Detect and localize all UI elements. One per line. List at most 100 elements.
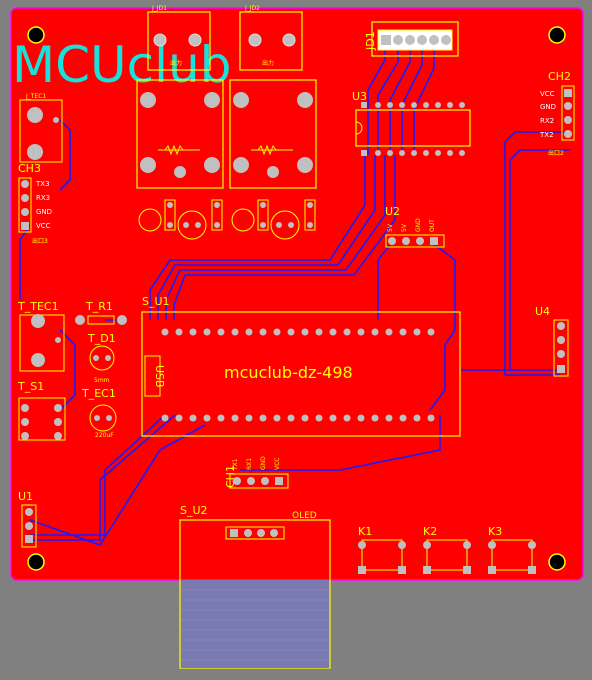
key-k2[interactable]: K2 — [423, 525, 471, 574]
mcu-pin — [203, 414, 211, 422]
mcu-s-u1[interactable]: S_U1 USB mcuclub-dz-498 — [141, 295, 461, 437]
mcu-pin — [343, 414, 351, 422]
mcu-pin — [189, 328, 197, 336]
oled-label: OLED — [292, 511, 317, 521]
u2-pin-1: 5V — [387, 223, 394, 232]
u2-label: U2 — [385, 205, 400, 218]
module-u1[interactable]: U1 — [18, 490, 37, 548]
mcu-pin — [385, 414, 393, 422]
j-jd2-out: 出力 — [262, 59, 274, 67]
mcu-pin — [175, 414, 183, 422]
traces — [19, 42, 570, 546]
key-k3[interactable]: K3 — [488, 525, 536, 574]
t-s1-label: T_S1 — [17, 380, 44, 393]
connector-jd1[interactable]: JD1 — [364, 21, 459, 57]
relay-2[interactable] — [229, 79, 317, 189]
mcu-pin — [245, 328, 253, 336]
oled-s-u2[interactable]: S_U2 OLED — [180, 504, 317, 540]
resistor-t-r1[interactable]: T_R1 — [75, 300, 127, 325]
mcu-pin — [259, 328, 267, 336]
u4-label: U4 — [535, 305, 550, 318]
relay-drivers — [138, 199, 316, 240]
mcu-pin — [259, 414, 267, 422]
connector-j-jd2[interactable]: J_JD2 出力 — [239, 5, 303, 71]
ch2-pin-2: GND — [540, 103, 556, 111]
k2-label: K2 — [423, 525, 437, 538]
ch3-pin-2: RX3 — [36, 194, 50, 202]
mcu-pin — [399, 328, 407, 336]
ic-u3[interactable]: U3 — [352, 90, 471, 156]
mcu-pin — [385, 328, 393, 336]
capacitor-t-ec1[interactable]: T_EC1 220uF — [81, 387, 117, 439]
module-u4[interactable]: U4 — [535, 305, 569, 377]
ch3-pin-1: TX3 — [35, 180, 50, 188]
t-r1-label: T_R1 — [85, 300, 113, 313]
ch1-pin-4: VCC — [274, 458, 281, 470]
connector-ch1[interactable]: CH1 TX1 RX1 GND VCC — [224, 456, 289, 489]
mcu-pin — [273, 414, 281, 422]
s-u2-label: S_U2 — [180, 504, 208, 517]
mcu-pin — [161, 328, 169, 336]
mcu-pin — [287, 328, 295, 336]
t-d1-value: 5mm — [94, 377, 110, 384]
ch2-pin-1: VCC — [540, 90, 555, 98]
t-d1-label: T_D1 — [87, 332, 116, 345]
ch2-label: CH2 — [548, 70, 571, 83]
ch3-label: CH3 — [18, 162, 41, 175]
mcu-pin — [301, 328, 309, 336]
ch1-pin-1: TX1 — [232, 458, 239, 471]
mcu-pin — [273, 328, 281, 336]
connector-t-tec1[interactable]: T_TEC1 — [17, 300, 65, 372]
mcu-pin — [413, 414, 421, 422]
switch-t-s1[interactable]: T_S1 — [17, 380, 66, 441]
u2-pin-3: GND — [415, 218, 422, 232]
u1-label: U1 — [18, 490, 33, 503]
mcu-pin — [427, 414, 435, 422]
mcu-pin — [217, 328, 225, 336]
mcu-pin — [371, 328, 379, 336]
connector-ch3[interactable]: CH3 TX3 RX3 GND VCC 出口3 — [18, 162, 52, 245]
connector-j-jd1[interactable]: J_JD1 出力 — [147, 5, 211, 71]
mcu-pin — [315, 414, 323, 422]
mcu-pin — [287, 414, 295, 422]
mcu-pin — [343, 328, 351, 336]
mcu-pin — [315, 328, 323, 336]
j-tec1-label: J_TEC1 — [25, 93, 46, 100]
mcu-pin — [357, 328, 365, 336]
u2-pin-2: 5V — [401, 223, 408, 232]
ch2-pin-4: TX2 — [539, 131, 554, 139]
ch3-out: 出口3 — [32, 237, 48, 245]
mcu-pin — [357, 414, 365, 422]
j-jd1-label: J_JD1 — [151, 5, 167, 12]
mcu-pin — [175, 328, 183, 336]
mcu-pin — [217, 414, 225, 422]
connector-ch2[interactable]: CH2 VCC GND RX2 TX2 出口2 — [539, 70, 575, 157]
ch3-pin-4: VCC — [36, 222, 51, 230]
k3-label: K3 — [488, 525, 502, 538]
led-t-d1[interactable]: T_D1 5mm — [87, 332, 116, 384]
k1-label: K1 — [358, 525, 372, 538]
ch3-pin-3: GND — [36, 208, 52, 216]
mcu-pin — [329, 328, 337, 336]
ch2-pin-3: RX2 — [540, 117, 554, 125]
mcu-pin — [161, 414, 169, 422]
oled-flex — [179, 519, 331, 669]
mcu-pin — [231, 414, 239, 422]
relay-1[interactable] — [136, 79, 224, 189]
mcu-pin — [203, 328, 211, 336]
mcu-pin — [413, 328, 421, 336]
j-jd2-label: J_JD2 — [244, 5, 260, 12]
s-u1-label: S_U1 — [142, 295, 170, 308]
u3-label: U3 — [352, 90, 367, 103]
connector-j-tec1[interactable]: J_TEC1 — [19, 93, 63, 163]
j-jd1-out: 出力 — [170, 59, 182, 67]
module-u2[interactable]: U2 5V 5V GND OUT — [385, 205, 445, 248]
key-k1[interactable]: K1 — [358, 525, 406, 574]
jd1-label: JD1 — [364, 31, 377, 51]
u2-pin-4: OUT — [429, 219, 436, 232]
mcu-pin — [245, 414, 253, 422]
mcu-pin — [371, 414, 379, 422]
mcu-pin — [329, 414, 337, 422]
board-name: mcuclub-dz-498 — [224, 363, 353, 382]
